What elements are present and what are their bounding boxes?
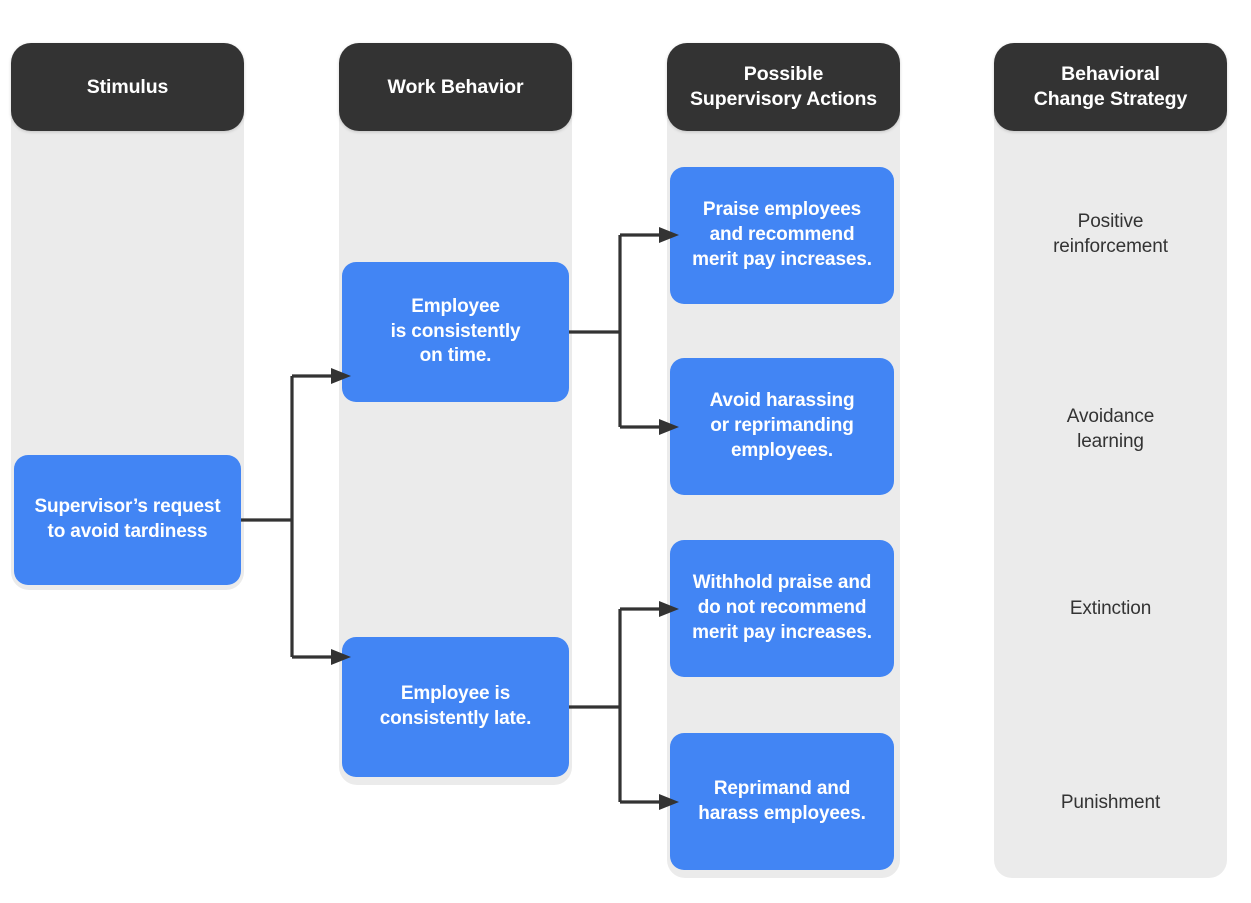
node-action-avoid-harassing: Avoid harassing or reprimanding employee… [670, 358, 894, 495]
column-header-supervisory-actions: Possible Supervisory Actions [667, 43, 900, 131]
column-header-behavioral-change-strategy: Behavioral Change Strategy [994, 43, 1227, 131]
node-action-reprimand-harass: Reprimand and harass employees. [670, 733, 894, 870]
node-action-withhold-praise: Withhold praise and do not recommend mer… [670, 540, 894, 677]
strategy-extinction: Extinction [1069, 597, 1152, 619]
connector-on-time-to-actions [569, 227, 679, 435]
strategy-punishment: Punishment [1060, 791, 1161, 813]
column-header-stimulus: Stimulus [11, 43, 244, 131]
node-action-praise: Praise employees and recommend merit pay… [670, 167, 894, 304]
strategy-avoidance-learning: Avoidance learning [1066, 406, 1155, 452]
node-employee-late: Employee is consistently late. [342, 637, 569, 777]
node-stimulus-request: Supervisor’s request to avoid tardiness [14, 455, 241, 585]
connector-late-to-actions [569, 601, 679, 810]
column-panel-behavioral-change-strategy [994, 58, 1227, 878]
column-header-work-behavior: Work Behavior [339, 43, 572, 131]
connector-stimulus-to-work-behaviors [241, 368, 351, 665]
strategy-positive-reinforcement: Positive reinforcement [1053, 211, 1168, 257]
node-employee-on-time: Employee is consistently on time. [342, 262, 569, 402]
